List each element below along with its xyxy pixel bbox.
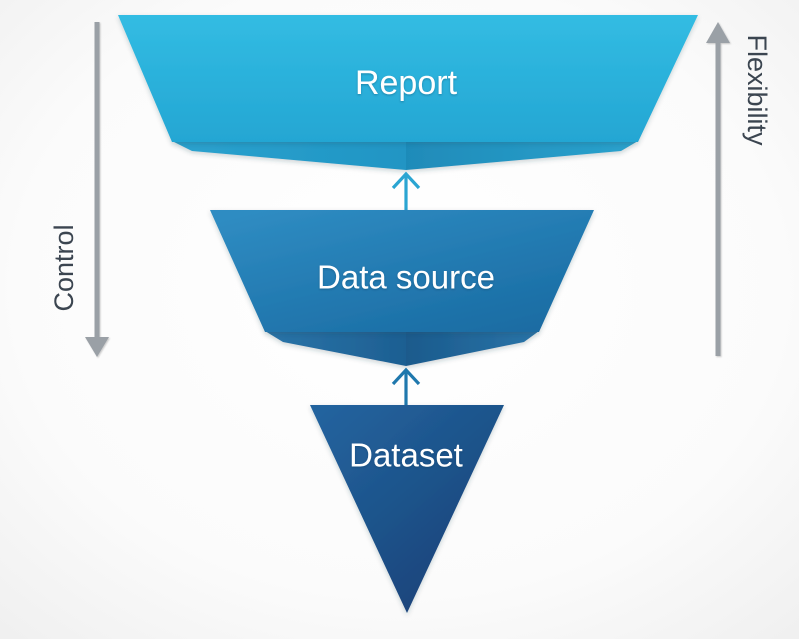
report-ribbon-left xyxy=(172,141,406,170)
control-arrowhead-down-icon xyxy=(85,337,109,357)
report-ribbon xyxy=(172,141,638,170)
data-source-ribbon-right xyxy=(406,331,539,366)
connector-data-source-to-report xyxy=(391,171,421,211)
stage-report[interactable]: Report xyxy=(118,15,698,170)
connector-dataset-to-data-source xyxy=(391,367,421,406)
axis-control xyxy=(85,22,109,357)
report-label: Report xyxy=(355,64,458,102)
data-source-body[interactable] xyxy=(210,210,594,332)
stage-dataset[interactable]: Dataset xyxy=(310,405,504,613)
report-ribbon-right xyxy=(406,141,638,170)
control-axis-label: Control xyxy=(49,224,79,311)
stage-data-source[interactable]: Data source xyxy=(210,210,594,366)
flexibility-arrowhead-up-icon xyxy=(706,22,730,43)
data-source-label: Data source xyxy=(317,259,495,296)
flexibility-axis-label: Flexibility xyxy=(742,34,772,146)
data-source-ribbon-left xyxy=(265,331,406,366)
dataset-body[interactable] xyxy=(310,405,504,613)
connector-arrowhead xyxy=(391,367,421,386)
connector-arrowhead xyxy=(391,171,421,190)
data-source-ribbon xyxy=(265,331,539,366)
axis-flexibility xyxy=(706,22,730,356)
report-body[interactable] xyxy=(118,15,698,142)
dataset-label: Dataset xyxy=(349,437,463,474)
